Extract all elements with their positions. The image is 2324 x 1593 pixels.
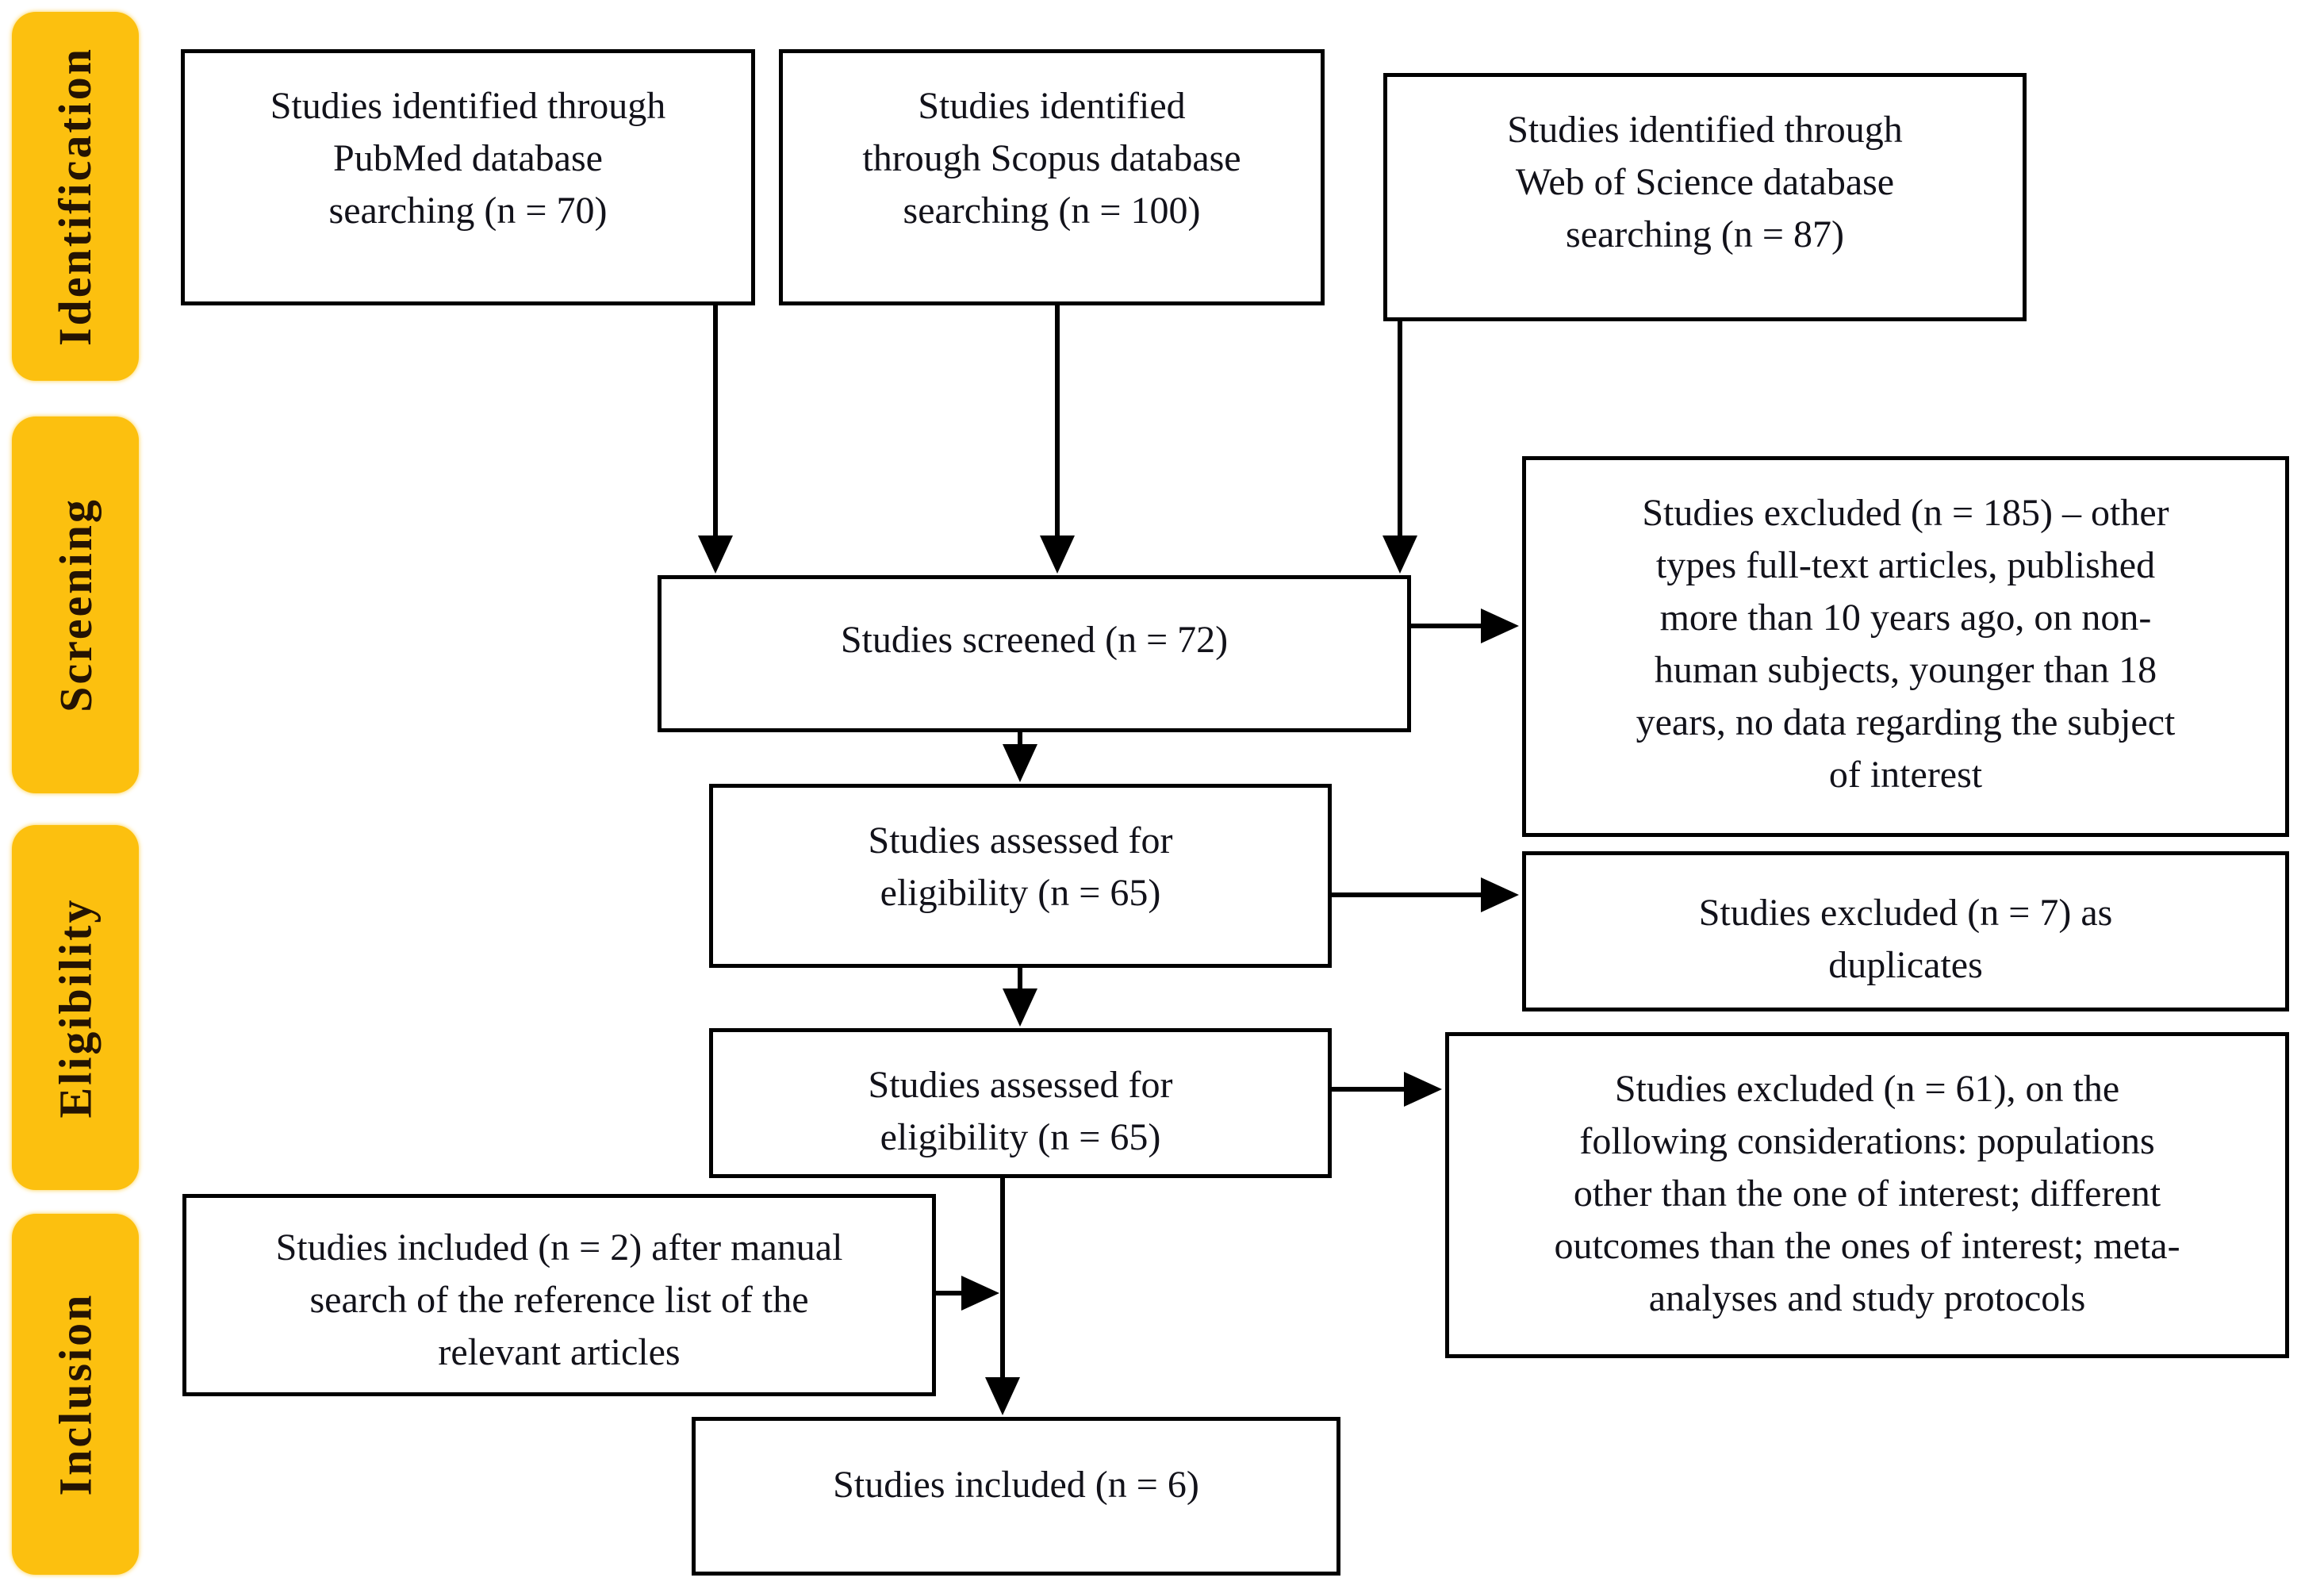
box-excluded-eligibility: Studies excluded (n = 61), on the follow…	[1445, 1032, 2289, 1358]
arrow-screened-to-excluded-screening	[1411, 608, 1519, 643]
arrow-wos-to-screened	[1383, 321, 1417, 574]
arrow-assessed2-to-excluded-eligibility	[1332, 1072, 1442, 1107]
arrow-assessed1-to-assessed2	[1003, 968, 1037, 1027]
stage-eligibility: Eligibility	[12, 825, 139, 1190]
box-studies-included-final: Studies included (n = 6)	[692, 1417, 1340, 1576]
stage-identification: Identification	[12, 12, 139, 381]
arrow-assessed1-to-excluded-duplicates	[1332, 877, 1519, 912]
box-identified-pubmed: Studies identified through PubMed databa…	[181, 49, 755, 305]
arrow-included-manual-to-flow	[936, 1276, 999, 1311]
box-included-manual-search: Studies included (n = 2) after manual se…	[182, 1194, 936, 1396]
box-assessed-eligibility-2: Studies assessed for eligibility (n = 65…	[709, 1028, 1332, 1178]
box-excluded-screening: Studies excluded (n = 185) – other types…	[1522, 456, 2289, 837]
box-studies-screened: Studies screened (n = 72)	[658, 575, 1411, 732]
box-identified-web-of-science: Studies identified through Web of Scienc…	[1383, 73, 2027, 321]
arrow-assessed2-to-included-final	[985, 1178, 1020, 1415]
stage-inclusion: Inclusion	[12, 1214, 139, 1575]
stage-screening: Screening	[12, 416, 139, 793]
arrow-scopus-to-screened	[1040, 305, 1075, 574]
box-identified-scopus: Studies identified through Scopus databa…	[779, 49, 1325, 305]
arrow-pubmed-to-screened	[698, 305, 733, 574]
arrow-screened-to-assessed1	[1003, 732, 1037, 782]
box-excluded-duplicates: Studies excluded (n = 7) as duplicates	[1522, 851, 2289, 1011]
box-assessed-eligibility-1: Studies assessed for eligibility (n = 65…	[709, 784, 1332, 968]
